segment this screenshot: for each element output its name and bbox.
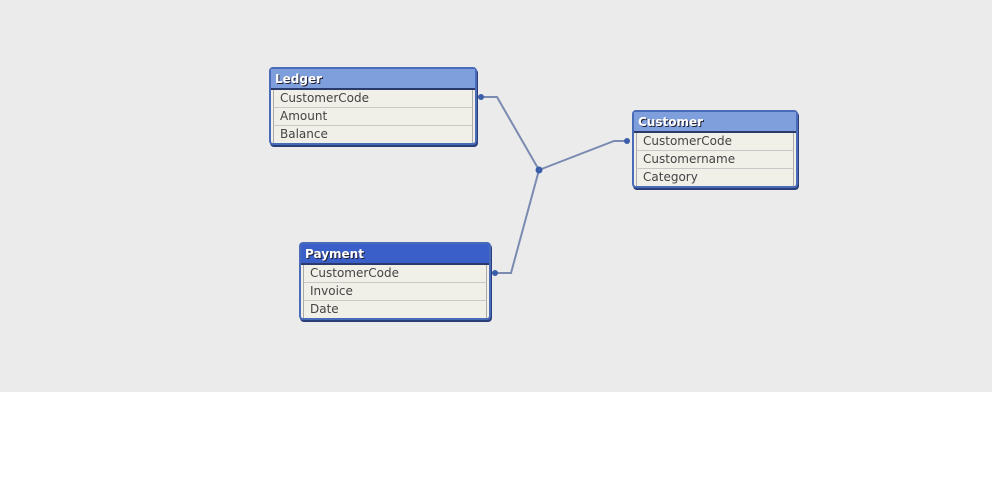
field-row[interactable]: Category (636, 169, 794, 186)
field-row[interactable]: CustomerCode (636, 133, 794, 151)
link-dot (478, 94, 484, 100)
field-row[interactable]: Balance (273, 126, 473, 143)
links (478, 94, 630, 276)
table-header[interactable]: Payment (301, 244, 489, 265)
link-dot (492, 270, 498, 276)
table-viewer-canvas: Ledger CustomerCode Amount Balance Custo… (0, 0, 992, 392)
link-dot (624, 138, 630, 144)
link-payment (495, 169, 540, 274)
link-node (535, 166, 543, 174)
table-customer[interactable]: Customer CustomerCode Customername Categ… (632, 110, 798, 188)
table-header[interactable]: Ledger (271, 69, 475, 90)
field-row[interactable]: Date (303, 301, 487, 318)
field-row[interactable]: Customername (636, 151, 794, 169)
table-ledger[interactable]: Ledger CustomerCode Amount Balance (269, 67, 477, 145)
table-header[interactable]: Customer (634, 112, 796, 133)
link-customer (538, 140, 627, 171)
table-payment[interactable]: Payment CustomerCode Invoice Date (299, 242, 491, 320)
field-row[interactable]: CustomerCode (303, 265, 487, 283)
link-ledger (481, 96, 540, 171)
field-row[interactable]: Invoice (303, 283, 487, 301)
field-row[interactable]: Amount (273, 108, 473, 126)
field-row[interactable]: CustomerCode (273, 90, 473, 108)
